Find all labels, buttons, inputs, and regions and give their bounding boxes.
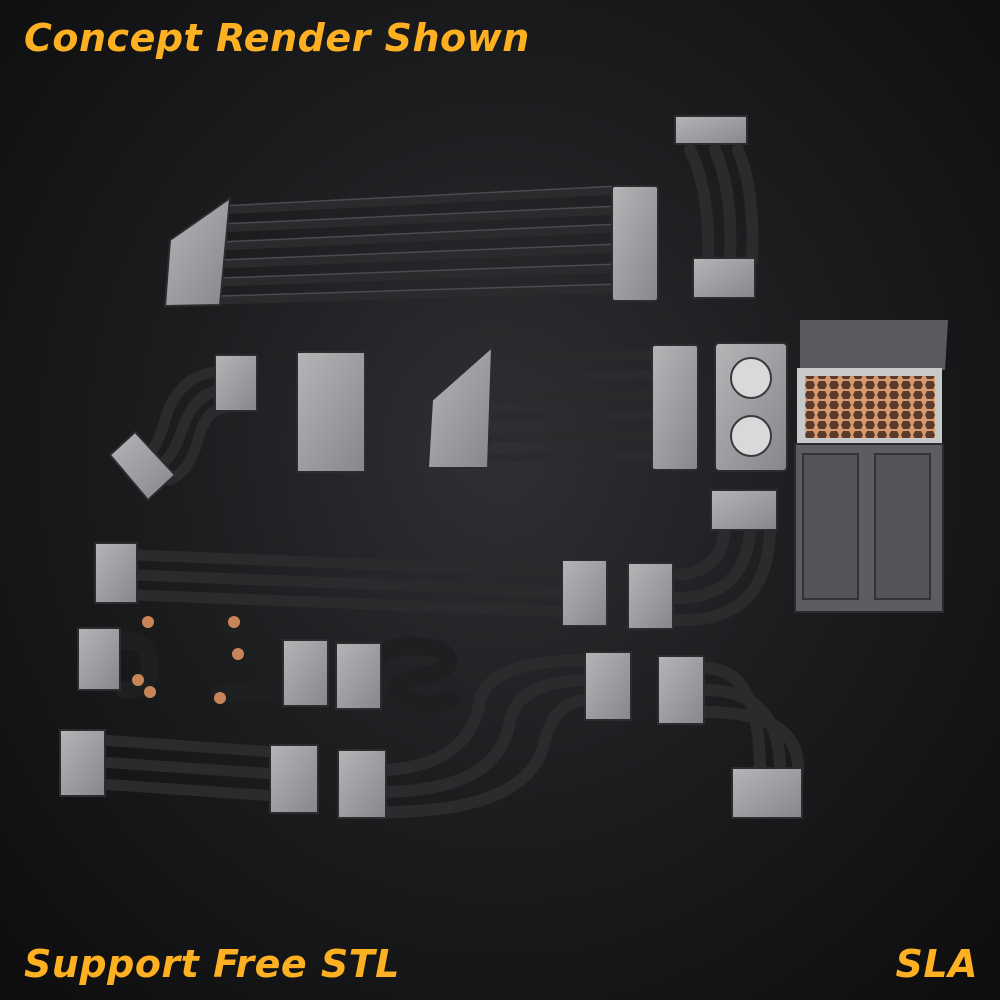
psu-box [794, 320, 948, 613]
connectors [59, 115, 803, 819]
copper-terminals [132, 616, 244, 704]
caption-concept-render: Concept Render Shown [24, 16, 530, 60]
cable-sata [684, 144, 759, 266]
caption-support-free: Support Free STL [24, 942, 400, 986]
cable-24pin [215, 185, 625, 305]
caption-sla: SLA [895, 942, 978, 986]
